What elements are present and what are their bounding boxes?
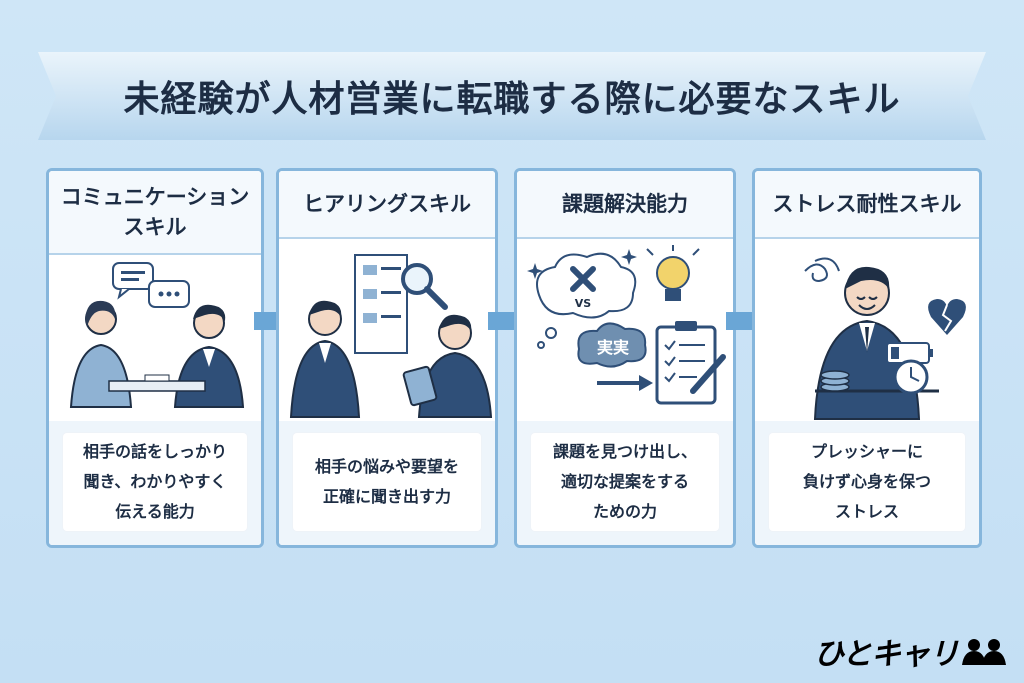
logo-text: ひとキャリ [813, 637, 959, 672]
problem-solving-illustration: VS 実実 [527, 245, 726, 405]
hearing-illustration [289, 254, 493, 418]
title-ribbon: 未経験が人材営業に転職する際に必要なスキル [38, 52, 986, 140]
brand-logo: ひとキャリ [814, 629, 1008, 673]
stress-tolerance-illustration [804, 257, 966, 420]
vs-label: VS [575, 297, 592, 310]
card-description: 相手の話をしっかり 聞き、わかりやすく 伝える能力 [63, 433, 247, 531]
ribbon-shape [38, 52, 986, 140]
skill-card-problem-solving: 課題解決能力 VS 実実 課題を見つけ出し、 適切な提案をする ための力 [514, 168, 736, 548]
card-description: プレッシャーに 負けず心身を保つ ストレス [769, 433, 965, 531]
skill-card-hearing: ヒアリングスキル 相手の悩みや要望を 正確に聞き出す力 [276, 168, 498, 548]
card-description: 相手の悩みや要望を 正確に聞き出す力 [293, 433, 481, 531]
cloud-label: 実実 [597, 338, 629, 357]
card-heading: 課題解決能力 [517, 171, 733, 239]
card-heading: ヒアリングスキル [279, 171, 495, 239]
conversation-illustration [69, 262, 245, 408]
card-heading: コミュニケーション スキル [49, 171, 261, 255]
card-heading: ストレス耐性スキル [755, 171, 979, 239]
skill-card-stress-tolerance: ストレス耐性スキル プレッシャーに 負けず心身を保つ ストレス [752, 168, 982, 548]
page-title: 未経験が人材営業に転職する際に必要なスキル [123, 79, 901, 120]
skill-card-communication: コミュニケーション スキル 相手の話をしっかり 聞き、わかりやすく 伝える能力 [46, 168, 264, 548]
card-description: 課題を見つけ出し、 適切な提案をする ための力 [531, 433, 719, 531]
people-icon [962, 639, 1006, 665]
